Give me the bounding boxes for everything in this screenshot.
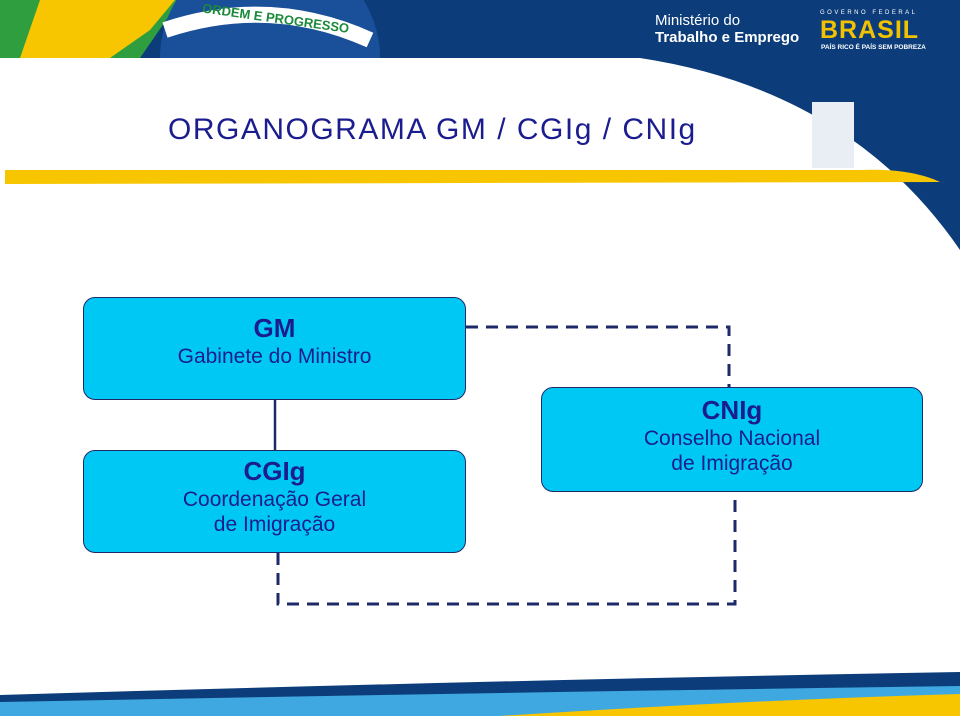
node-cgig-name-line2: de Imigração xyxy=(213,513,336,537)
node-cnig-abbr: CNIg xyxy=(701,395,763,425)
connector-cgig-cnig xyxy=(276,492,737,606)
brasil-logo: BRASIL xyxy=(820,16,920,44)
node-cnig-name-line2: de Imigração xyxy=(671,452,793,476)
node-gm-abbr: GM xyxy=(253,313,296,343)
title-underline xyxy=(5,169,940,184)
node-cnig-name-line1: Conselho Nacional xyxy=(643,426,821,450)
node-cgig-name-line1: Coordenação Geral xyxy=(182,487,367,511)
ministry-line1: Ministério do xyxy=(655,12,741,29)
ministry-line2: Trabalho e Emprego xyxy=(655,29,800,47)
node-cgig: CGIg Coordenação Geral de Imigração xyxy=(83,450,466,553)
node-cnig: CNIg Conselho Nacional de Imigração xyxy=(541,387,923,492)
page-title: ORGANOGRAMA GM / CGIg / CNIg xyxy=(168,113,697,146)
gov-label: GOVERNO FEDERAL xyxy=(820,10,918,16)
header-pattern xyxy=(812,102,854,168)
header-banner: ORDEM E PROGRESSO xyxy=(0,0,960,58)
header-swoosh xyxy=(640,58,960,250)
node-gm: GM Gabinete do Ministro xyxy=(83,297,466,400)
connector-gm-cnig xyxy=(466,325,731,387)
node-cgig-abbr: CGIg xyxy=(243,456,306,486)
node-gm-name: Gabinete do Ministro xyxy=(177,344,372,368)
ministry-logo: Ministério do Trabalho e Emprego xyxy=(655,12,799,47)
brasil-slogan: PAÍS RICO É PAÍS SEM POBREZA xyxy=(821,44,926,51)
footer-swoosh-yellow xyxy=(500,694,960,716)
